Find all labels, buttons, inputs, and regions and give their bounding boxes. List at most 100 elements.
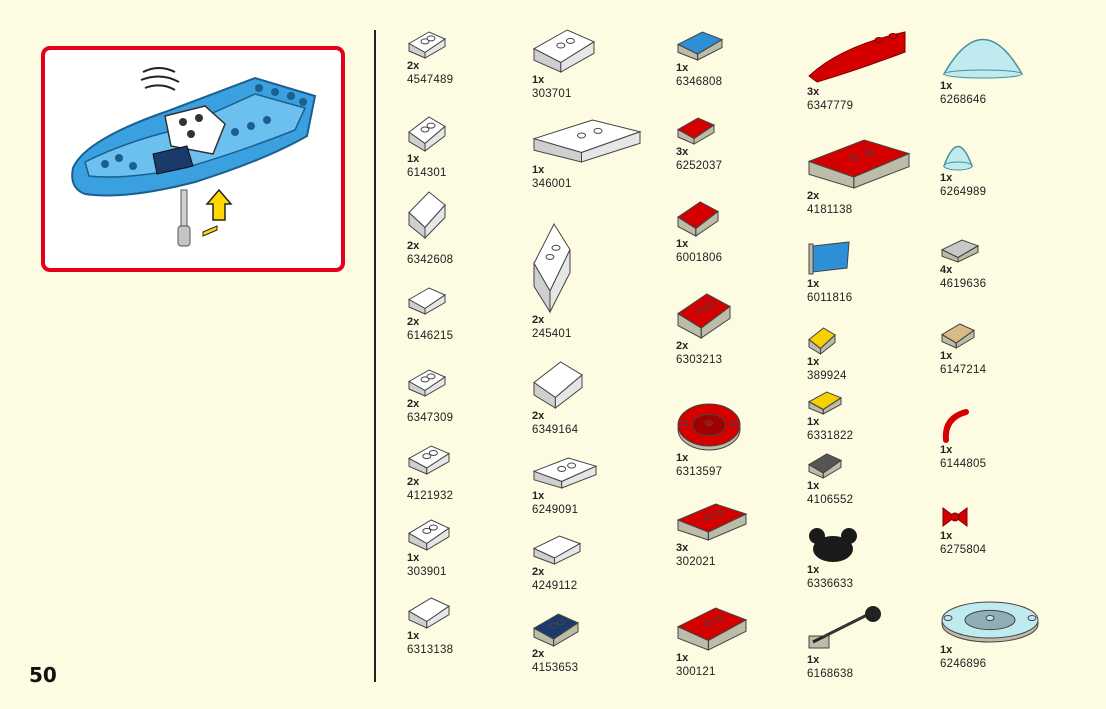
radar-dish-icon	[940, 596, 1040, 644]
part-quantity: 2x	[532, 410, 672, 423]
curved-hose-icon	[940, 408, 970, 444]
fishing-rod-icon	[807, 604, 883, 654]
part-quantity: 1x	[940, 80, 1080, 93]
part-id: 6313138	[407, 643, 547, 657]
part-quantity: 2x	[532, 648, 672, 661]
part-quantity: 3x	[676, 542, 816, 555]
assembly-callout	[41, 46, 345, 272]
slope-1x2-icon	[407, 30, 447, 60]
part-quantity: 1x	[807, 278, 947, 291]
slope-3x3-icon	[676, 292, 732, 340]
part-quantity: 2x	[532, 566, 672, 579]
part-id: 6346808	[676, 75, 816, 89]
part-id: 6144805	[940, 457, 1080, 471]
part-quantity: 1x	[807, 654, 947, 667]
part-id: 6349164	[532, 423, 672, 437]
minifig-hair-icon	[807, 326, 837, 356]
part-id: 6146215	[407, 329, 547, 343]
part-id: 6313597	[676, 465, 816, 479]
brick-1x2x5-icon	[532, 222, 572, 314]
part-id: 6336633	[807, 577, 947, 591]
part-quantity: 3x	[676, 146, 816, 159]
part-id: 4153653	[532, 661, 672, 675]
part-id: 4121932	[407, 489, 547, 503]
part-id: 6001806	[676, 251, 816, 265]
part-quantity: 1x	[676, 452, 816, 465]
part-quantity: 1x	[940, 530, 1080, 543]
part-id: 6347309	[407, 411, 547, 425]
part-quantity: 2x	[407, 316, 547, 329]
part-id: 6252037	[676, 159, 816, 173]
curved-slope-icon	[532, 534, 582, 566]
pin-connector-icon	[807, 390, 843, 416]
plate-2x4-icon	[676, 502, 748, 542]
part-id: 302021	[676, 555, 816, 569]
part-id: 6268646	[940, 93, 1080, 107]
minifig-accessory-icon	[940, 322, 976, 350]
part-id: 6011816	[807, 291, 947, 305]
part-quantity: 1x	[940, 172, 1080, 185]
slope-1x2-low-icon	[407, 444, 451, 476]
bracket-2x2-icon	[676, 200, 720, 238]
curved-wedge-icon	[807, 26, 909, 86]
part-quantity: 2x	[407, 60, 547, 73]
mickey-ears-icon	[807, 526, 859, 564]
part-id: 6249091	[532, 503, 672, 517]
part-id: 6331822	[807, 429, 947, 443]
part-id: 4619636	[940, 277, 1080, 291]
part-quantity: 1x	[532, 74, 672, 87]
bracket-1x2-icon	[407, 286, 447, 316]
brick-2x4-icon	[676, 606, 748, 652]
flag-icon	[807, 240, 853, 278]
part-quantity: 4x	[940, 264, 1080, 277]
tile-stud-icon	[407, 596, 451, 630]
part-id: 614301	[407, 166, 547, 180]
minifig-torso-icon	[532, 360, 584, 410]
part-quantity: 1x	[807, 480, 947, 493]
column-divider	[374, 30, 376, 682]
part-quantity: 1x	[940, 644, 1080, 657]
slope-2x2-icon	[407, 518, 451, 552]
part-quantity: 1x	[940, 444, 1080, 457]
part-quantity: 1x	[407, 153, 547, 166]
part-quantity: 3x	[807, 86, 947, 99]
push-up-arrow-icon	[203, 190, 231, 236]
part-quantity: 1x	[676, 62, 816, 75]
round-brick-2x2-icon	[407, 115, 447, 153]
part-quantity: 1x	[807, 356, 947, 369]
part-quantity: 2x	[807, 190, 947, 203]
part-quantity: 1x	[407, 552, 547, 565]
plate-2x6-icon	[807, 138, 911, 190]
dome-small-icon	[940, 142, 976, 172]
part-id: 6168638	[807, 667, 947, 681]
part-id: 6246896	[940, 657, 1080, 671]
